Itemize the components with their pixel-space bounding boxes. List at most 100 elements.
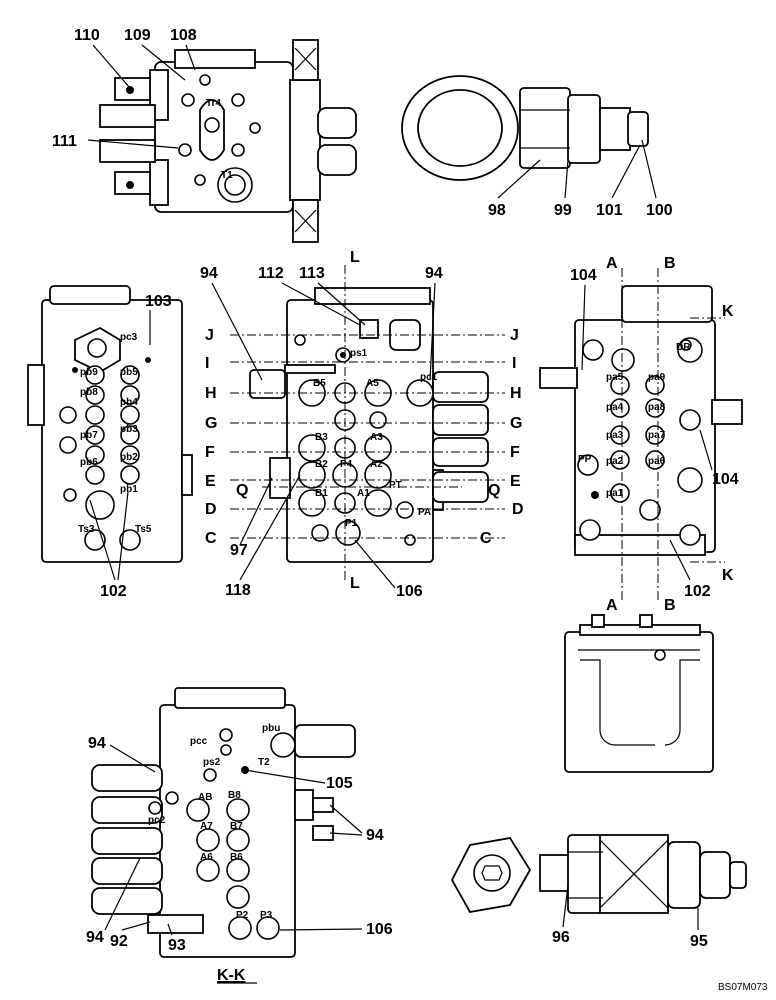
port-label-t1: T1: [221, 170, 233, 181]
port-label-ab: AB: [198, 792, 212, 803]
section-mark-j-right: J: [510, 327, 519, 344]
port-label-pa6: pa6: [648, 456, 666, 467]
callout-103: 103: [145, 293, 172, 310]
section-mark-b-top: B: [664, 255, 676, 272]
callout-92: 92: [110, 933, 128, 950]
port-label-ps2: ps2: [203, 757, 221, 768]
port-label-pa1: pa1: [606, 488, 624, 499]
drawing-reference-number: BS07M073: [718, 982, 768, 993]
port-label-a5: A5: [366, 378, 379, 389]
port-label-p1: P1: [345, 518, 358, 529]
section-mark-c-right: C: [480, 530, 492, 547]
section-mark-k-top: K: [722, 303, 734, 320]
valve-front-view: ps1 pc1 B5 A5 B3 A3 B2 P4 A2 B1 A1 PT PA…: [249, 287, 489, 563]
section-mark-l-top: L: [350, 249, 360, 266]
port-label-pb2: pb2: [120, 452, 138, 463]
port-label-pa2: pa2: [606, 456, 624, 467]
section-mark-e-right: E: [510, 473, 521, 490]
callout-94-kk-lower: 94: [86, 929, 104, 946]
port-label-pb5: pb5: [120, 367, 138, 378]
callouts-left-view: 103 102: [89, 293, 172, 600]
port-label-a6: A6: [200, 852, 213, 863]
port-label-tr4: Tr4: [206, 98, 221, 109]
section-mark-i-left: I: [205, 355, 209, 372]
section-mark-g-right: G: [510, 415, 522, 432]
callouts-front-view: 94 112 113 94 97 118 106: [200, 265, 443, 600]
section-mark-b-bottom: B: [664, 597, 676, 614]
port-label-pa8: pa8: [648, 402, 666, 413]
callout-104-side: 104: [712, 471, 739, 488]
section-mark-a-top: A: [606, 255, 618, 272]
callout-99: 99: [554, 202, 572, 219]
port-label-pb4: pb4: [120, 397, 138, 408]
callout-93: 93: [168, 937, 186, 954]
port-label-pbu: pbu: [262, 723, 280, 734]
port-label-b1: B1: [315, 488, 328, 499]
section-lines-right-view: A B A B K K: [606, 255, 734, 614]
relief-fitting-side-view: [519, 87, 649, 169]
port-label-pc2: pc2: [148, 815, 166, 826]
port-label-a7: A7: [200, 821, 213, 832]
relief-valve-side-view: [539, 834, 747, 914]
section-mark-d-left: D: [205, 501, 217, 518]
callout-94-kk-right: 94: [366, 827, 384, 844]
port-label-ts5: Ts5: [135, 524, 152, 535]
section-mark-l-bottom: L: [350, 575, 360, 592]
section-mark-d-right: D: [512, 501, 524, 518]
port-label-ts3: Ts3: [78, 524, 95, 535]
mounting-bracket-view: [564, 614, 714, 773]
callout-95: 95: [690, 933, 708, 950]
port-label-p3: P3: [260, 910, 273, 921]
port-label-b8: B8: [228, 790, 241, 801]
port-label-pb6: pb6: [80, 457, 98, 468]
section-mark-j-left: J: [205, 327, 214, 344]
section-mark-q-right: Q: [488, 482, 500, 499]
callout-94-front-left: 94: [200, 265, 218, 282]
section-mark-i-right: I: [512, 355, 516, 372]
hex-nut-end-view: [450, 837, 532, 913]
port-label-pb3: pb3: [120, 424, 138, 435]
port-label-a1: A1: [357, 488, 370, 499]
port-label-pa3: pa3: [606, 430, 624, 441]
section-mark-h-right: H: [510, 385, 522, 402]
callouts-top-view: 110 109 108 111: [52, 27, 197, 150]
port-label-b6: B6: [230, 852, 243, 863]
callout-104-top: 104: [570, 267, 597, 284]
section-mark-q-left: Q: [236, 482, 248, 499]
port-label-pc1: pc1: [420, 372, 438, 383]
callouts-relief-valve: 96 95: [552, 884, 708, 950]
callout-108: 108: [170, 27, 197, 44]
port-label-pt: PT: [389, 480, 402, 491]
callout-106-kk: 106: [366, 921, 393, 938]
section-mark-c-left: C: [205, 530, 217, 547]
valve-top-view: Tr4 T1: [99, 39, 357, 243]
port-label-p2: P2: [236, 910, 249, 921]
callout-98: 98: [488, 202, 506, 219]
port-label-dr: DR: [676, 342, 691, 353]
callout-110: 110: [74, 27, 100, 44]
port-label-b5: B5: [313, 378, 326, 389]
callout-111: 111: [52, 133, 77, 150]
port-label-pa7: pa7: [648, 430, 666, 441]
port-label-p4: P4: [340, 459, 353, 470]
valve-left-view: pc3 pb9 pb5 pb8 pb4 pb7 pb3 pb6 pb2 pb1 …: [27, 285, 193, 563]
section-mark-f-right: F: [510, 444, 520, 461]
port-label-pp: PP: [578, 454, 592, 465]
callout-96: 96: [552, 929, 570, 946]
callout-113: 113: [299, 265, 325, 282]
section-mark-a-bottom: A: [606, 597, 618, 614]
section-mark-e-left: E: [205, 473, 216, 490]
port-label-pa4: pa4: [606, 402, 624, 413]
callouts-kk-view: 94 105 94 94 106 92 93 K-K: [86, 735, 393, 984]
callout-101: 101: [596, 202, 623, 219]
port-label-ps1: ps1: [350, 348, 368, 359]
port-label-pb8: pb8: [80, 387, 98, 398]
port-label-pc3: pc3: [120, 332, 138, 343]
callouts-fitting: 98 99 101 100: [488, 139, 673, 219]
section-mark-g-left: G: [205, 415, 217, 432]
port-label-a2: A2: [370, 459, 383, 470]
port-label-pa: PA: [418, 507, 431, 518]
callout-100: 100: [646, 202, 673, 219]
port-label-t2: T2: [258, 757, 270, 768]
